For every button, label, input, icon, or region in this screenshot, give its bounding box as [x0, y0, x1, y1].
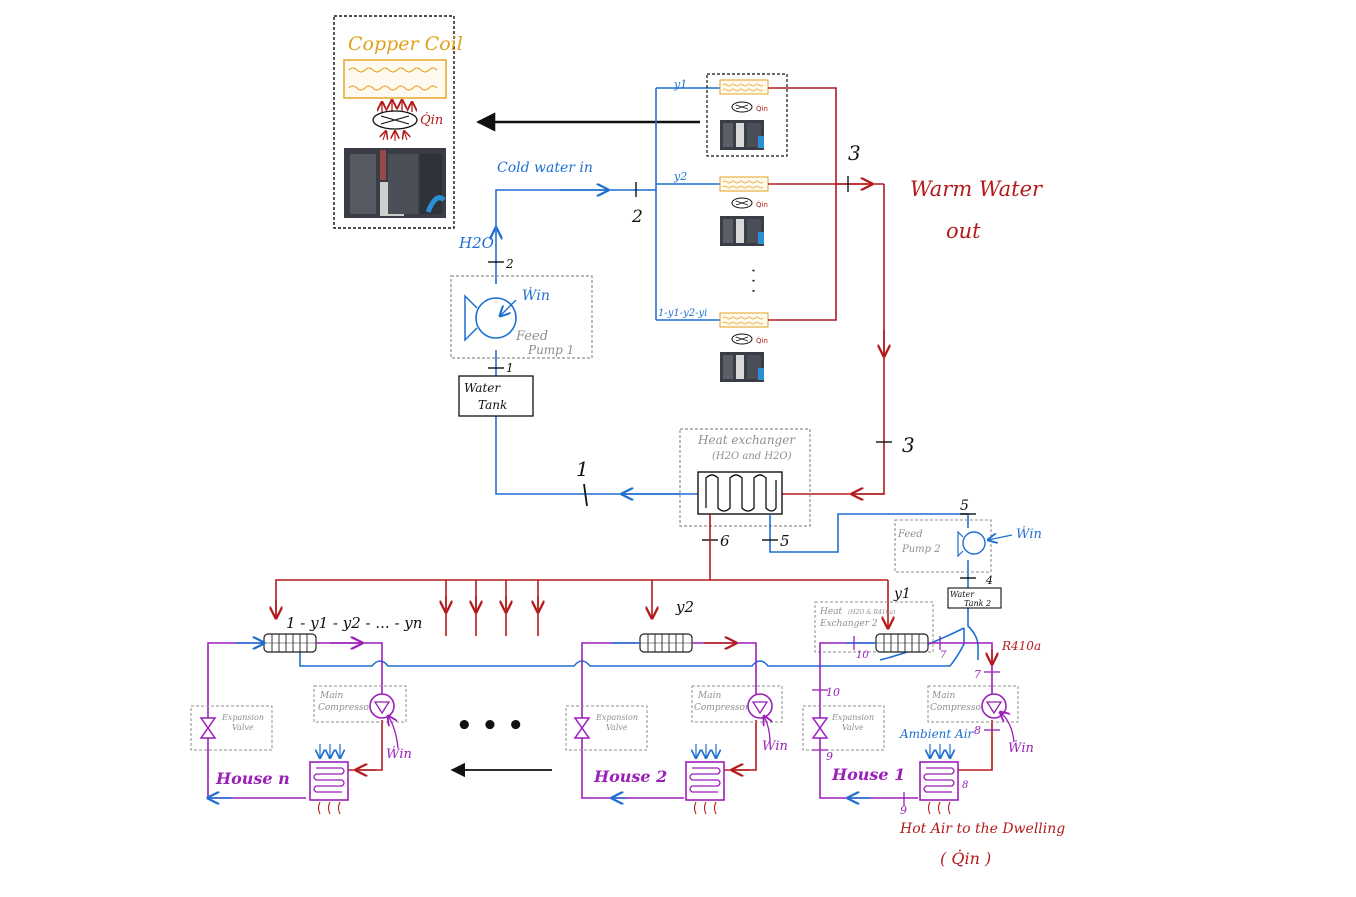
- heat-exchanger-2-line2: Exchanger 2: [819, 619, 878, 629]
- state-10-line: 10: [826, 686, 840, 699]
- feed-pump-1-line1: Feed: [515, 329, 548, 344]
- water-tank-1-line1: Water: [464, 381, 501, 395]
- state-9-line: 9: [826, 750, 833, 763]
- distribution-header: [276, 514, 888, 636]
- warm-water-out-line2: out: [946, 219, 981, 243]
- cold-water-loop: [496, 87, 782, 494]
- fraction-y2: y2: [673, 170, 687, 183]
- expansion-valve-2-line1: Expansion: [595, 713, 638, 722]
- expansion-valve-2-line2: Valve: [606, 723, 628, 732]
- copper-coil-title: Copper Coil: [348, 33, 463, 55]
- state-1-pump: 1: [506, 361, 514, 375]
- heat-exchanger-line2: (H2O and H2O): [712, 451, 792, 462]
- heat-exchanger-2-line1: Heat: [819, 607, 843, 617]
- main-compressor-n-line2: Compressor: [318, 703, 374, 713]
- ambient-air-label: Ambient Air: [899, 727, 975, 741]
- state-5-pump2: 5: [960, 498, 969, 514]
- state-2-pump: 2: [505, 257, 514, 271]
- state-10-hx: 10: [856, 650, 869, 661]
- feed-pump-2-line1: Feed: [897, 529, 923, 540]
- fraction-rest: 1-y1-y2-yi: [658, 308, 707, 319]
- win-house-2: Ẇin: [762, 737, 788, 754]
- expansion-valve-n-line1: Expansion: [221, 713, 264, 722]
- heat-exchanger-2-sub: (H2O & R410a): [848, 609, 896, 616]
- main-compressor-1-line2: Compressor: [930, 703, 986, 713]
- warm-water-out-line1: Warm Water: [910, 177, 1044, 201]
- vertical-dots: · · ·: [744, 268, 763, 293]
- main-compressor-2-line2: Compressor: [694, 703, 750, 713]
- fraction-y1: y1: [673, 78, 687, 91]
- state-8-line: 8: [974, 724, 981, 737]
- horizontal-dots: • • •: [456, 711, 524, 741]
- main-compressor-n-line1: Main: [319, 691, 343, 701]
- server-unit-1: Q̇in: [706, 73, 788, 157]
- house-n: Main Compressor Ẇin Expansion Valve Hous…: [190, 633, 412, 815]
- state-2-top: 2: [631, 207, 643, 227]
- water-tank-2: Water Tank 2: [947, 587, 1002, 609]
- feed-pump-1: Ẇin Feed Pump 1: [450, 275, 593, 359]
- copper-coil-icon: [343, 59, 447, 99]
- state-9-bottom: 9: [900, 804, 907, 817]
- r410a-label: R410a: [1001, 639, 1041, 653]
- state-6-he: 6: [720, 532, 730, 550]
- svg-text:Q̇in: Q̇in: [756, 105, 768, 113]
- copper-coil-qin: Q̇in: [420, 112, 443, 128]
- main-compressor-1-line1: Main: [931, 691, 955, 701]
- water-tank-2-line2: Tank 2: [964, 599, 991, 608]
- house-1: Heat Exchanger 2 (H2O & R410a) Main Comp…: [802, 601, 1041, 817]
- copper-coil-callout: Copper Coil Q̇in: [333, 15, 463, 229]
- cold-water-in-label: Cold water in: [497, 160, 593, 176]
- house-2: Main Compressor Ẇin Expansion Valve Hous…: [565, 633, 788, 815]
- state-3-right: 3: [902, 433, 915, 457]
- expansion-valve-n-line2: Valve: [232, 723, 254, 732]
- win-house-n: Ẇin: [386, 745, 412, 762]
- heat-exchanger-line1: Heat exchanger: [697, 433, 796, 447]
- win-pump-1: Ẇin: [522, 286, 550, 304]
- h2o-label: H2O: [458, 234, 494, 252]
- state-5-he: 5: [780, 532, 790, 550]
- feed-pump-2-line2: Pump 2: [901, 544, 941, 555]
- state-7-line: 7: [974, 668, 981, 681]
- svg-text:Q̇in: Q̇in: [756, 201, 768, 209]
- water-tank-1-line2: Tank: [478, 398, 507, 412]
- water-tank-2-line1: Water: [950, 590, 975, 599]
- expansion-valve-1-line1: Expansion: [831, 713, 874, 722]
- house-n-label: House n: [215, 769, 290, 788]
- water-tank-1: Water Tank: [458, 375, 534, 417]
- hot-air-label-line2: ( Q̇in ): [940, 849, 991, 868]
- server-unit-2: Q̇in: [719, 176, 769, 246]
- win-pump-2: Ẇin: [1016, 525, 1042, 542]
- house-1-label: House 1: [831, 765, 905, 784]
- heat-arrows: [382, 100, 412, 112]
- state-1-return: 1: [576, 457, 589, 481]
- fraction-house-n: 1 - y1 - y2 - ... - yn: [286, 614, 422, 632]
- house-2-label: House 2: [593, 767, 667, 786]
- state-7-hx: 7: [940, 650, 947, 661]
- svg-text:Q̇in: Q̇in: [756, 337, 768, 345]
- secondary-loop: [769, 513, 979, 661]
- main-heat-exchanger: Heat exchanger (H2O and H2O): [679, 428, 811, 527]
- fraction-house-2: y2: [675, 598, 694, 616]
- state-3-top: 3: [848, 141, 861, 165]
- feed-pump-1-line2: Pump 1: [527, 343, 574, 357]
- hot-air-label-line1: Hot Air to the Dwelling: [899, 821, 1065, 837]
- expansion-valve-1-line2: Valve: [842, 723, 864, 732]
- main-compressor-2-line1: Main: [697, 691, 721, 701]
- state-8-condenser: 8: [962, 780, 968, 791]
- server-unit-n: Q̇in: [719, 312, 769, 382]
- warm-water-loop: [768, 87, 884, 494]
- server-rack-image: [344, 148, 446, 218]
- fan-icon: [372, 110, 418, 130]
- win-house-1: Ẇin: [1008, 739, 1034, 756]
- state-4: 4: [985, 574, 993, 587]
- fraction-house-1: y1: [893, 586, 911, 602]
- feed-pump-2: Feed Pump 2: [894, 519, 992, 573]
